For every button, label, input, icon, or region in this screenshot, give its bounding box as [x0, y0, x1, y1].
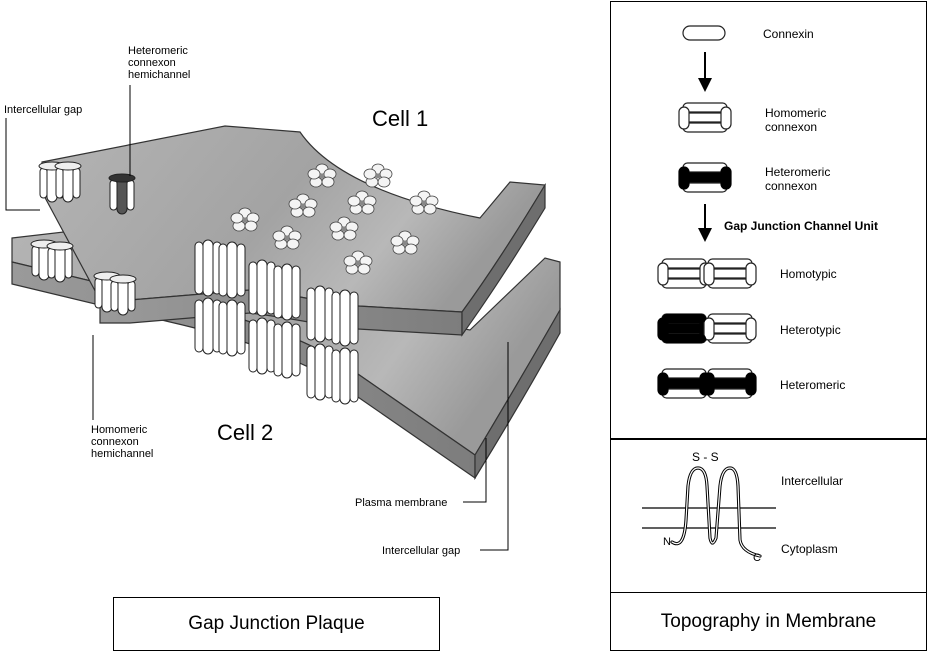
label-heteromeric: Heteromeric: [780, 378, 846, 392]
label-channel-unit: Gap Junction Channel Unit: [724, 219, 879, 233]
label-connexin: Connexin: [763, 27, 814, 41]
label-homomeric-connexon: Homomeric connexon: [765, 106, 827, 134]
label-cell-2: Cell 2: [217, 420, 274, 445]
label-heterotypic: Heterotypic: [780, 323, 841, 337]
right-panel-topography: [610, 438, 927, 594]
topography: [642, 466, 776, 558]
label-cytoplasm: Cytoplasm: [781, 542, 838, 556]
caption-gap-junction-plaque: Gap Junction Plaque: [113, 597, 440, 651]
label-c-terminus: C: [753, 552, 761, 564]
leader-lines: [5, 85, 509, 551]
label-intercellular-gap: Intercellular gap: [4, 104, 83, 116]
heteromeric-hemichannel: [108, 173, 136, 215]
cell1-membrane: [41, 125, 547, 337]
label-cell-1: Cell 1: [372, 106, 429, 131]
label-homomeric-hemichannel: Homomeric connexon hemichannel: [91, 424, 154, 460]
assembly-arrow-1: [698, 52, 712, 92]
heterotypic-glyph: [657, 313, 757, 344]
label-plasma-membrane: Plasma membrane: [355, 497, 448, 509]
upper-hemichannels: [38, 161, 136, 215]
caption-topography: Topography in Membrane: [610, 592, 927, 651]
assembly-arrow-2: [698, 204, 712, 242]
connexin-glyph: [682, 25, 726, 41]
label-intercellular: Intercellular: [781, 474, 844, 488]
label-n-terminus: N: [663, 536, 671, 548]
label-homotypic: Homotypic: [780, 267, 837, 281]
label-heteromeric-connexon: Heteromeric connexon: [765, 165, 831, 193]
label-heteromeric-hemichannel: Heteromeric connexon hemichannel: [128, 45, 191, 81]
label-disulfide: S - S: [692, 450, 719, 464]
label-intercellular-gap-bottom: Intercellular gap: [382, 545, 461, 557]
